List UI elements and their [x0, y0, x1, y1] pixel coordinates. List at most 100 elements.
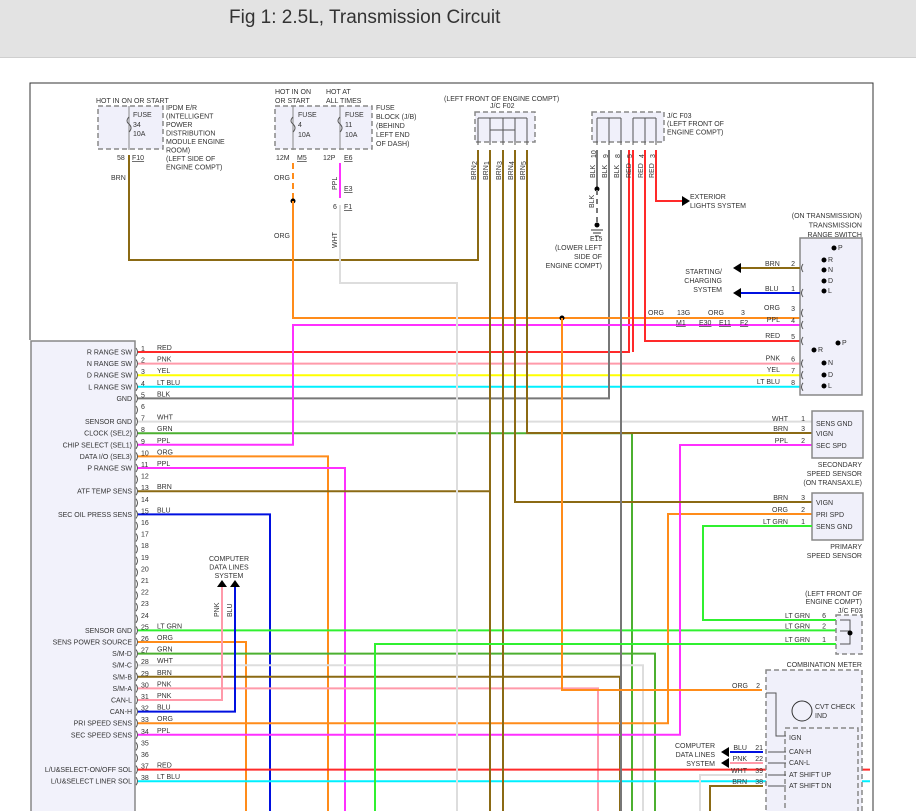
meter-computer-label: DATA LINES	[676, 752, 716, 759]
pin-label: 13G	[677, 310, 690, 317]
tcm-pin-label: L RANGE SW	[88, 384, 132, 391]
jc-f03-wire-label: RED	[638, 163, 645, 178]
connector-icon	[135, 776, 138, 786]
tcm-wire-34	[137, 444, 812, 736]
tcm-wire-color-label: PPL	[157, 461, 170, 468]
jc-f02-wire-label: BRN	[471, 165, 478, 180]
ipdm-brn-wire	[128, 150, 479, 261]
tcm-pin-label: SENSOR GND	[85, 628, 132, 635]
splice-dot	[831, 245, 837, 251]
connector-icon	[801, 308, 804, 318]
meter-computer-label: COMPUTER	[675, 743, 715, 750]
tcm-wire-color-label: PPL	[157, 438, 170, 445]
tcm-pin-label: CLOCK (SEL2)	[84, 431, 132, 438]
tcm-wire-color-label: WHT	[157, 415, 174, 422]
wire-label: ORG	[274, 175, 290, 182]
jc-f02-wire-label: BRN	[496, 165, 503, 180]
connector-icon	[135, 602, 138, 612]
pin-label: 3	[741, 310, 745, 317]
sensor-wire-label: WHT	[772, 416, 789, 423]
tcm-pin-label: S/M-D	[112, 651, 132, 658]
tcm-wire-color-label: BLK	[157, 391, 171, 398]
tcm-wire-color-label: BLU	[157, 705, 171, 712]
connector-label: E30	[699, 320, 712, 327]
ipdm-description: POWER	[166, 122, 192, 129]
splice-dot	[821, 257, 827, 263]
sensor-wire-label: PPL	[775, 438, 788, 445]
ground-location: (LOWER LEFT	[555, 245, 603, 252]
jc-pin: 6	[822, 613, 826, 620]
fuse-hot-label: OR START	[275, 98, 310, 105]
starting-system-label: STARTING/	[685, 269, 722, 276]
sensor-pin-label: SENS GND	[816, 421, 853, 428]
tcm-pin-number: 14	[141, 497, 149, 504]
tcm-pin-number: 1	[141, 346, 145, 353]
tcm-pin-number: 38	[141, 775, 149, 782]
tcm-pin-label: PRI SPEED SENS	[74, 721, 133, 728]
tcm-pin-label: SEC OIL PRESS SENS	[58, 512, 132, 519]
fuse-icon	[290, 116, 296, 133]
computer-data-lines-label: COMPUTER	[209, 556, 249, 563]
fb-connector: E6	[344, 155, 353, 162]
tcm-pin-label: S/M-B	[113, 674, 133, 681]
ground-icon	[591, 229, 603, 237]
meter-pin: 39	[755, 768, 763, 775]
ground-location: SIDE OF	[574, 254, 602, 261]
connector-icon	[135, 718, 138, 728]
tcm-pin-number: 9	[141, 439, 145, 446]
wire-label: ORG	[648, 310, 664, 317]
range-switch-pin: 5	[791, 334, 795, 341]
connector-icon	[135, 498, 138, 508]
jc-f03-wire-label: BLK	[602, 164, 609, 178]
sensor-pin-label: VIGN	[816, 500, 833, 507]
tcm-pin-number: 4	[141, 381, 145, 388]
fuse-label: 11	[345, 122, 352, 129]
ipdm-description: (INTELLIGENT	[166, 114, 214, 121]
tcm-pin-number: 31	[141, 694, 149, 701]
tcm-wire-color-label: PNK	[157, 693, 172, 700]
jc-f03-location: ENGINE COMPT)	[667, 130, 723, 137]
tcm-wire-5	[137, 150, 610, 400]
wire-label: PNK	[214, 602, 221, 617]
jc-f03-pin: 5	[627, 154, 634, 158]
meter-module-box	[784, 727, 859, 811]
fb-org-wire	[292, 201, 810, 319]
jc-f03-wire-label: RED	[626, 163, 633, 178]
fuse-label: 4	[298, 122, 302, 129]
tcm-pin-number: 26	[141, 636, 149, 643]
connector-icon	[135, 730, 138, 740]
page-title: Fig 1: 2.5L, Transmission Circuit	[229, 7, 501, 28]
fuse-hot-label: HOT AT	[326, 89, 351, 96]
tcm-pin-label: GND	[116, 396, 132, 403]
meter-pin: 21	[755, 745, 763, 752]
tcm-pin-number: 28	[141, 659, 149, 666]
f03-red-3	[655, 150, 683, 202]
tcm-wire-color-label: RED	[157, 763, 172, 770]
ipdm-description: ROOM)	[166, 148, 190, 155]
connector-icon	[135, 486, 138, 496]
f02-pin5-wire	[526, 150, 812, 434]
jc-f03-pin: 10	[591, 150, 598, 158]
pin-label: 2	[756, 683, 760, 690]
tcm-pin-label: CAN-H	[110, 709, 132, 716]
meter-pin-label: CAN-L	[789, 760, 810, 767]
jc-wire-label: LT GRN	[785, 637, 810, 644]
sensor-wire-label: LT GRN	[763, 519, 788, 526]
secondary-sensor-box	[811, 410, 864, 459]
connector-icon	[135, 591, 138, 600]
connector-icon	[135, 707, 138, 716]
range-position-label: D	[828, 278, 833, 285]
meter-pin-label: AT SHIFT UP	[789, 772, 831, 779]
tcm-wire-11	[137, 467, 346, 811]
connector-icon	[135, 753, 138, 763]
tcm-wire-color-label: LT BLU	[157, 380, 180, 387]
range-switch-title: RANGE SWITCH	[808, 232, 862, 239]
tcm-wire-color-label: PNK	[157, 357, 172, 364]
meter-lead	[766, 692, 786, 737]
jc-f03-pin: 8	[615, 154, 622, 158]
range-switch-pin: 4	[791, 318, 795, 325]
range-position-label: L	[828, 383, 832, 390]
tcm-wire-26	[137, 641, 247, 811]
range-switch-pin: 8	[791, 380, 795, 387]
connector-icon	[135, 544, 138, 554]
